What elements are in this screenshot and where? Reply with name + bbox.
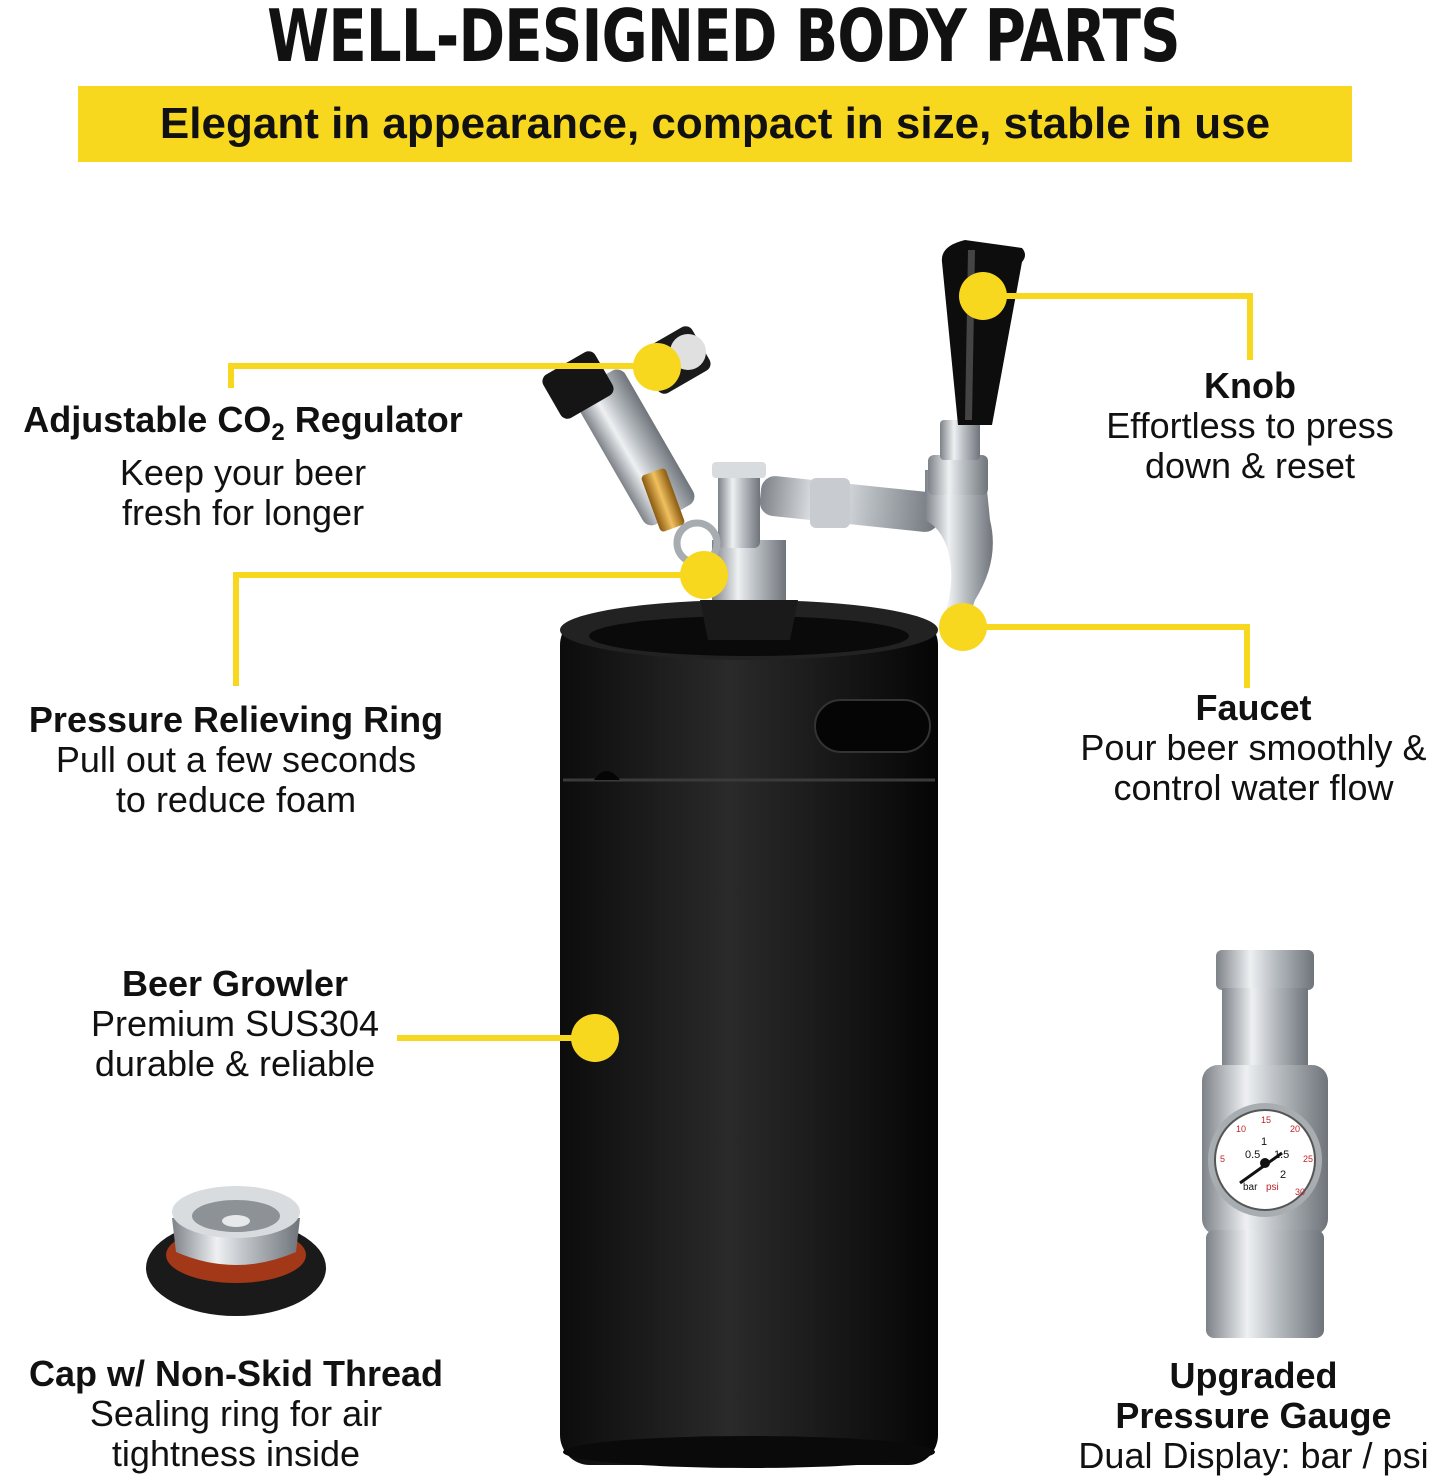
gauge-tick-bar-1: 0.5	[1245, 1149, 1260, 1161]
callout-line-knob	[983, 293, 1253, 360]
gauge-tick-psi-4: 20	[1290, 1124, 1300, 1134]
gauge-tick-psi-1: 5	[1220, 1154, 1225, 1164]
callout-dot-ring	[680, 551, 728, 599]
gauge-tick-bar-2: 1	[1261, 1136, 1267, 1148]
subtitle-text: Elegant in appearance, compact in size, …	[159, 99, 1271, 148]
callout-dot-regulator	[633, 343, 681, 391]
callout-line-regulator	[228, 363, 657, 388]
feature-regulator-heading: Adjustable CO2 Regulator	[23, 399, 463, 447]
gauge-tick-psi-3: 15	[1261, 1115, 1271, 1125]
feature-cap-heading: Cap w/ Non-Skid Thread	[28, 1353, 444, 1394]
faucet	[759, 420, 993, 640]
feature-gauge: Upgraded Pressure Gauge Dual Display: ba…	[1060, 1356, 1447, 1476]
gauge-unit-bar: bar	[1243, 1182, 1258, 1193]
feature-cap: Cap w/ Non-Skid Thread Sealing ring for …	[0, 1354, 472, 1474]
feature-gauge-desc: Dual Display: bar / psi	[1078, 1435, 1429, 1476]
feature-regulator: Adjustable CO2 Regulator Keep your beer …	[0, 400, 486, 533]
callout-lines	[228, 293, 1253, 1041]
callout-dot-growler	[571, 1014, 619, 1062]
feature-faucet: Faucet Pour beer smoothly & control wate…	[1060, 688, 1447, 808]
gauge-tick-bar-3: 1.5	[1274, 1149, 1289, 1161]
gauge-tick-bar-4: 2	[1280, 1169, 1286, 1181]
tap-knob	[941, 240, 1025, 425]
co2-regulator	[542, 326, 711, 532]
feature-growler-heading: Beer Growler	[121, 963, 349, 1004]
callout-line-faucet	[963, 624, 1250, 688]
cap-with-thread	[146, 1186, 326, 1316]
feature-ring: Pressure Relieving Ring Pull out a few s…	[0, 700, 472, 820]
gauge-unit-psi: psi	[1266, 1182, 1279, 1193]
feature-cap-desc: Sealing ring for air tightness inside	[89, 1393, 383, 1474]
feature-faucet-desc: Pour beer smoothly & control water flow	[1080, 727, 1427, 808]
feature-ring-heading: Pressure Relieving Ring	[28, 699, 444, 740]
feature-growler: Beer Growler Premium SUS304 durable & re…	[60, 964, 410, 1084]
feature-faucet-heading: Faucet	[1195, 687, 1312, 728]
pressure-gauge: 0.5 1 1.5 2 5 10 15 20 25 30 bar psi	[1202, 950, 1328, 1338]
gauge-tick-psi-5: 25	[1303, 1154, 1313, 1164]
gauge-tick-psi-2: 10	[1236, 1124, 1246, 1134]
callout-dot-knob	[959, 272, 1007, 320]
subtitle-banner	[78, 86, 1352, 162]
feature-knob: Knob Effortless to press down & reset	[1060, 366, 1440, 486]
feature-ring-desc: Pull out a few seconds to reduce foam	[55, 739, 417, 820]
callout-dot-faucet	[939, 603, 987, 651]
feature-knob-desc: Effortless to press down & reset	[1106, 405, 1394, 486]
feature-knob-heading: Knob	[1204, 365, 1296, 406]
callout-dots	[571, 272, 1007, 1062]
callout-line-ring	[233, 572, 704, 686]
feature-regulator-desc: Keep your beer fresh for longer	[119, 452, 367, 534]
feature-gauge-heading: Upgraded Pressure Gauge	[1115, 1355, 1392, 1436]
page-title: WELL-DESIGNED BODY PARTS	[267, 0, 1180, 78]
gauge-tick-psi-6: 30	[1295, 1187, 1305, 1197]
feature-growler-desc: Premium SUS304 durable & reliable	[90, 1003, 380, 1084]
